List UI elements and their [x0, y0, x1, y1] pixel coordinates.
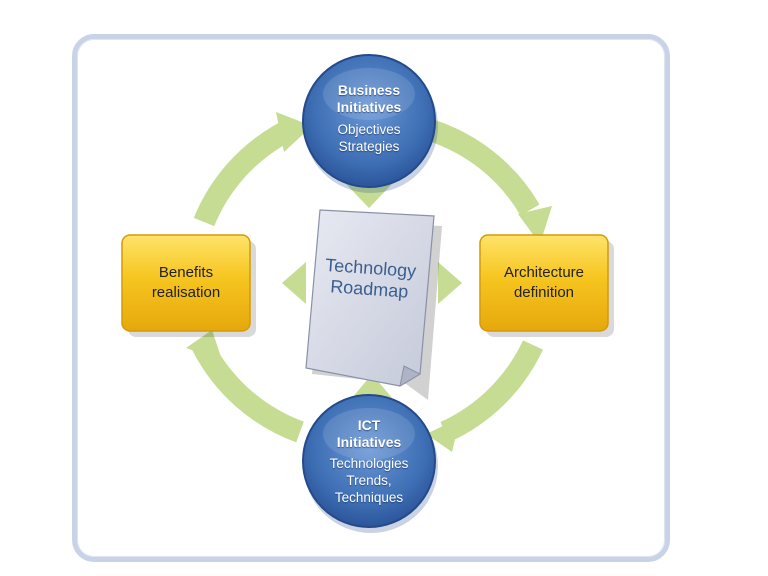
cycle-arc-bottom-left	[192, 339, 304, 443]
arrowhead-top-right	[518, 206, 552, 244]
benefits-label-line-1: Benefits	[158, 264, 214, 281]
benefits-realisation-label: Benefits realisation	[122, 263, 250, 303]
benefits-label-line-2: realisation	[151, 284, 221, 301]
pointer-down-from-business	[346, 184, 392, 208]
cycle-arc-top-right	[426, 119, 540, 216]
business-title-line-2: Initiatives	[336, 99, 402, 115]
ict-initiatives-node	[302, 394, 438, 533]
arrowhead-top-left	[276, 112, 312, 152]
architecture-definition-node	[479, 234, 614, 337]
architecture-label-line-2: definition	[513, 284, 575, 301]
business-initiatives-subtitle: Objectives Strategies	[303, 121, 435, 155]
ict-initiatives-circle	[302, 394, 436, 528]
arrowhead-bottom-right	[426, 418, 460, 452]
business-title-line-1: Business	[337, 82, 401, 98]
business-initiatives-text: Business Initiatives Objectives Strategi…	[303, 82, 435, 155]
ict-subtitle-line-3: Techniques	[334, 490, 404, 505]
pointer-left	[282, 262, 306, 304]
business-initiatives-circle	[302, 54, 436, 188]
architecture-definition-label: Architecture definition	[480, 263, 608, 303]
business-subtitle-line-2: Strategies	[338, 139, 400, 154]
roadmap-pointers	[282, 184, 462, 398]
ict-title-line-2: Initiatives	[336, 434, 402, 450]
architecture-definition-box	[479, 234, 609, 332]
ict-initiatives-text: ICT Initiatives Technologies Trends, Tec…	[303, 417, 435, 506]
ict-initiatives-subtitle: Technologies Trends, Techniques	[303, 455, 435, 506]
ict-title-line-1: ICT	[357, 417, 381, 433]
pointer-right	[438, 262, 462, 304]
technology-roadmap-label: Technology Roadmap	[311, 254, 430, 304]
benefits-realisation-node	[121, 234, 256, 337]
pointer-up-to-ict	[352, 374, 392, 398]
document-curl	[399, 365, 422, 388]
business-initiatives-title: Business Initiatives	[303, 82, 435, 116]
cycle-arrowheads	[186, 112, 552, 452]
ict-subtitle-line-1: Technologies	[329, 456, 409, 471]
ict-subtitle-line-2: Trends,	[346, 473, 392, 488]
architecture-label-line-1: Architecture	[503, 264, 585, 281]
arrowhead-bottom-left	[186, 330, 222, 360]
business-subtitle-line-1: Objectives	[337, 122, 401, 137]
benefits-realisation-box	[121, 234, 251, 332]
business-initiatives-node	[302, 54, 438, 193]
cycle-arc-top-left	[193, 122, 291, 227]
ict-initiatives-title: ICT Initiatives	[303, 417, 435, 451]
roadmap-document	[305, 209, 442, 400]
